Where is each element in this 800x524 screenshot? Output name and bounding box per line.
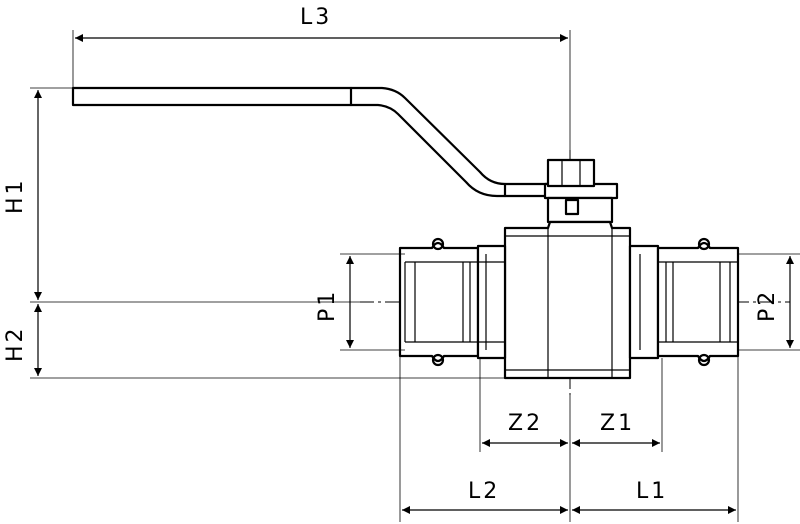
extension-lines: [30, 30, 800, 522]
label-p1: P1: [315, 289, 340, 322]
left-press-fitting: [398, 237, 507, 367]
valve-body: [503, 220, 632, 380]
label-p2: P2: [755, 289, 780, 322]
stem-nut: [546, 158, 596, 216]
dimension-lines: [34, 34, 794, 514]
label-l2: L2: [468, 479, 500, 504]
label-l1: L1: [636, 479, 668, 504]
label-z1: Z1: [600, 411, 635, 436]
dimension-labels: L3 H1 H2 P1 P2 Z2 Z1 L2 L1: [3, 5, 780, 504]
handle-lever: [71, 86, 619, 224]
right-press-fitting: [628, 237, 740, 367]
label-h2: H2: [3, 325, 28, 362]
label-z2: Z2: [508, 411, 543, 436]
label-h1: H1: [3, 177, 28, 214]
label-l3: L3: [300, 5, 332, 30]
